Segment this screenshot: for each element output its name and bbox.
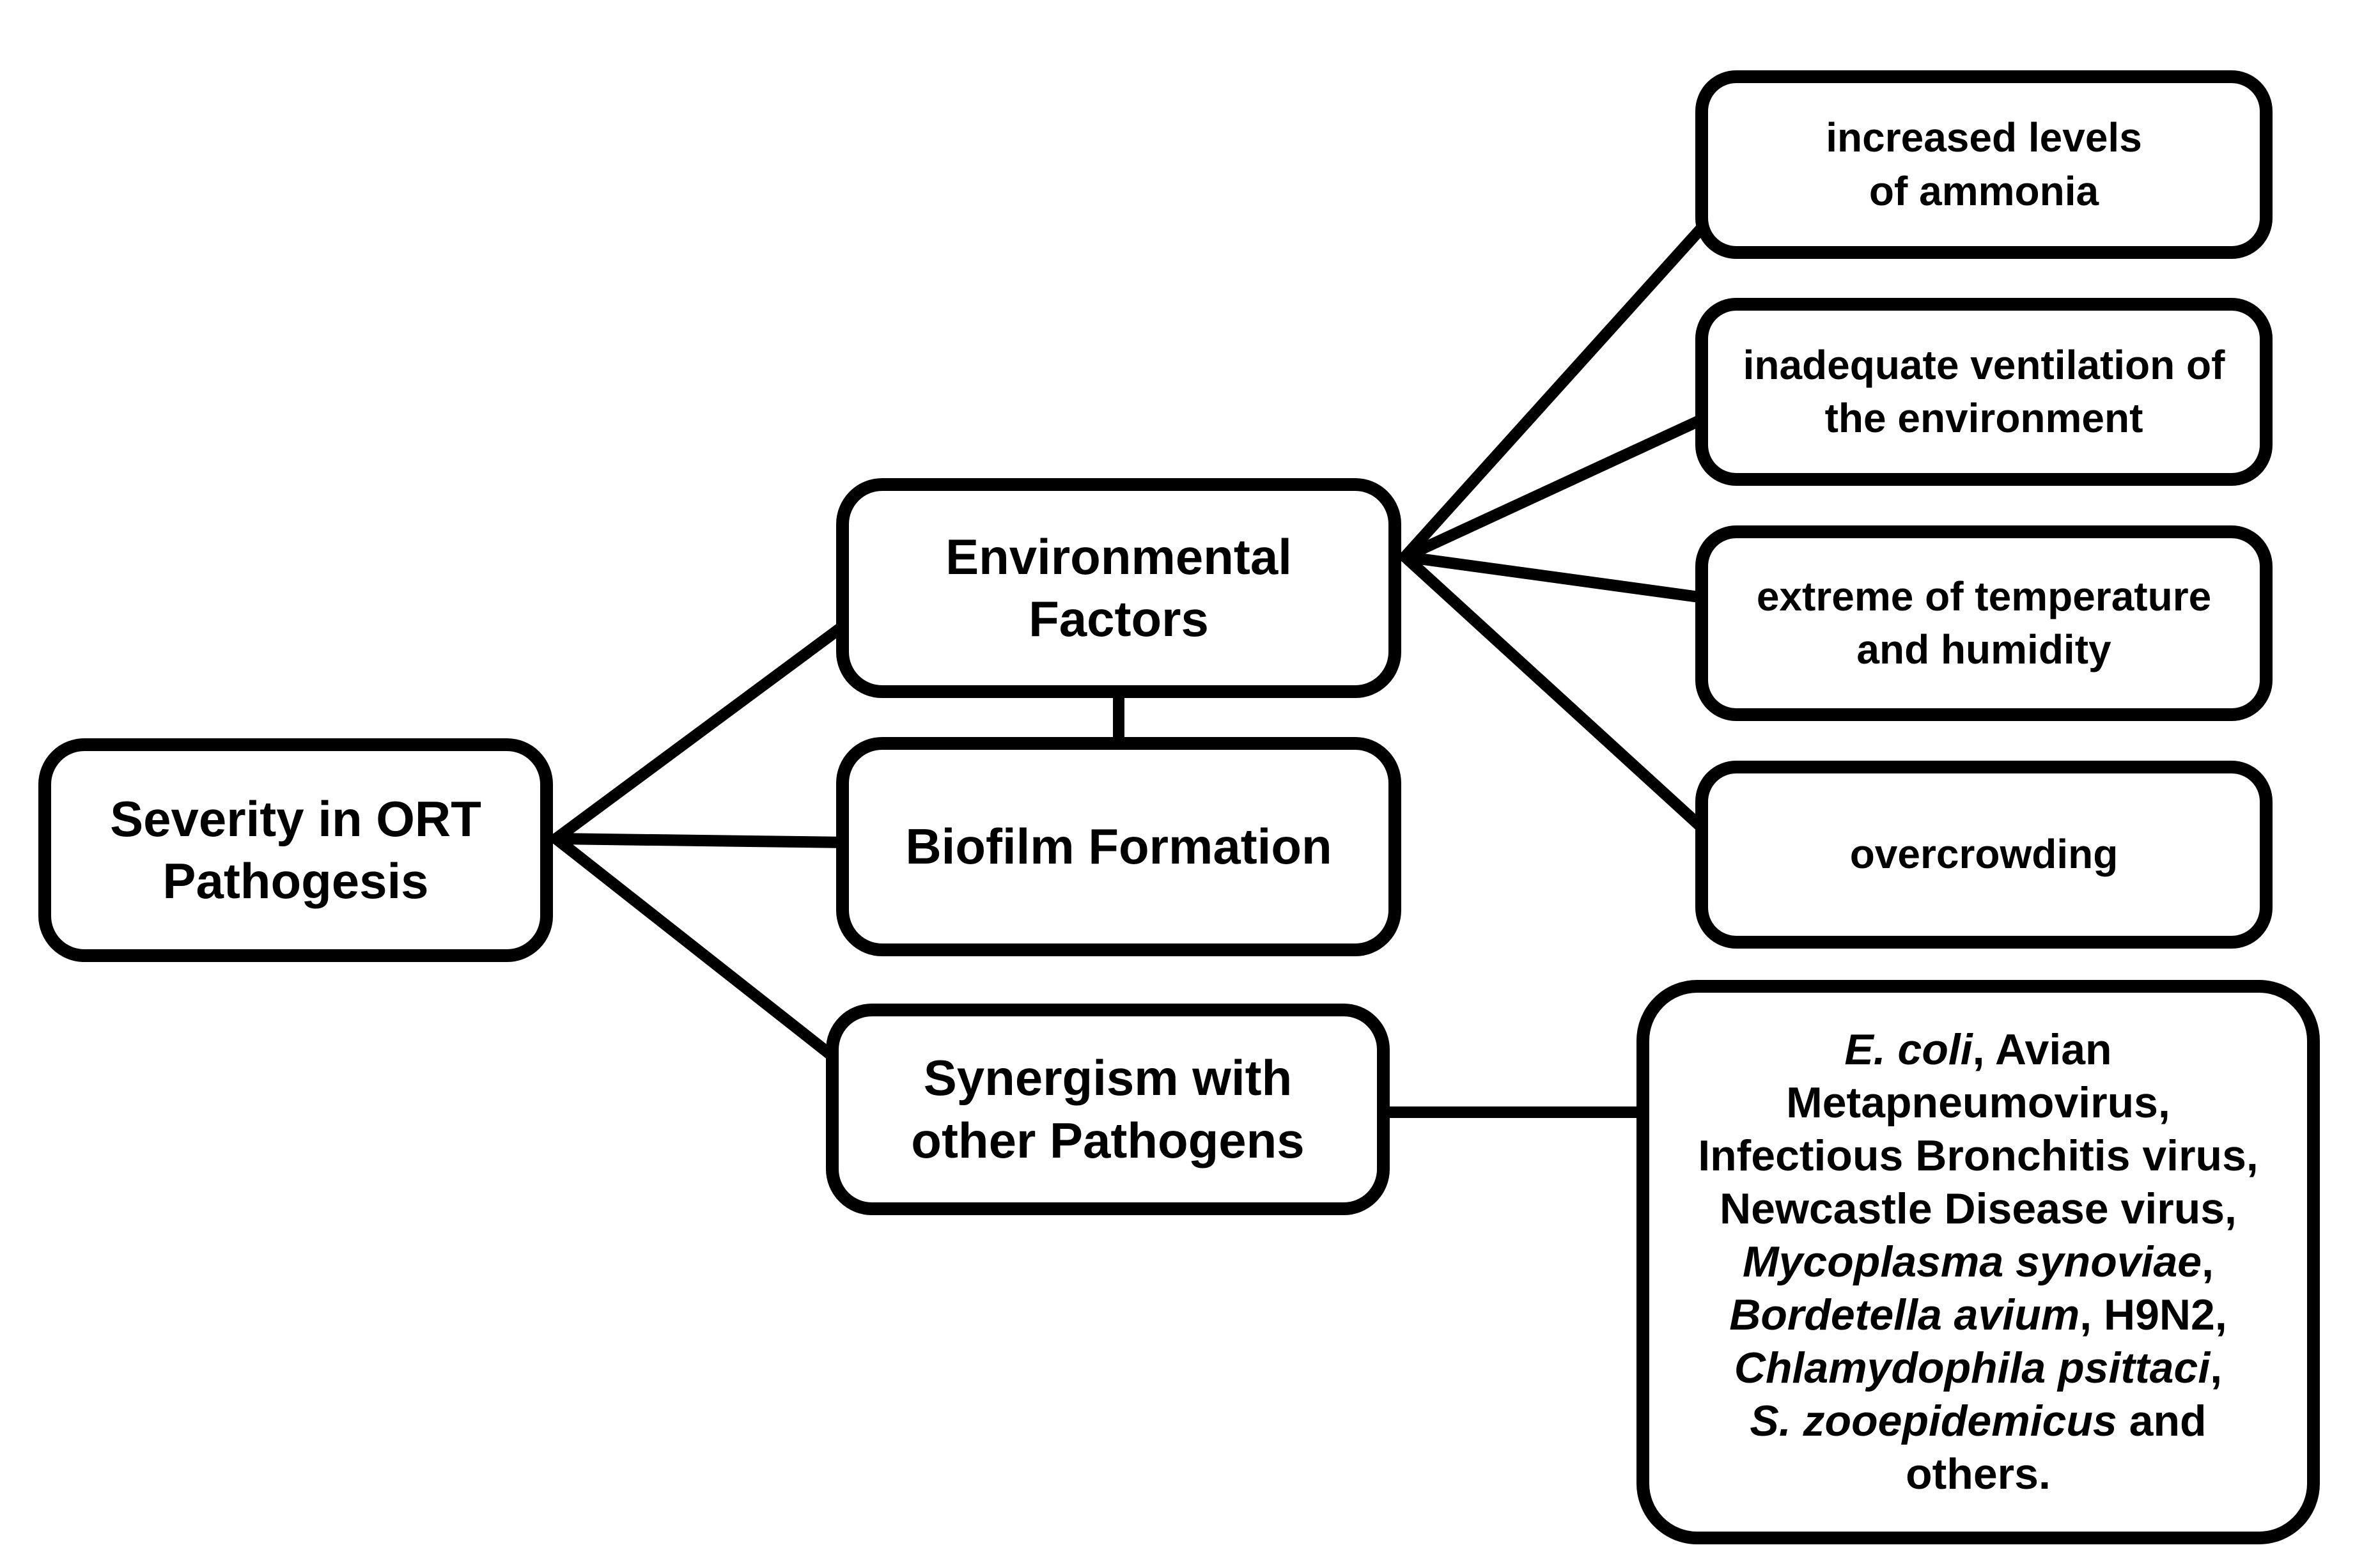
edge-severity-environmental bbox=[550, 617, 853, 844]
node-increased-ammonia-label: increased levels of ammonia bbox=[1826, 114, 2142, 214]
edge-environmental-overcrowding bbox=[1399, 551, 1711, 837]
node-environmental-factors: Environmental Factors bbox=[836, 478, 1401, 698]
edge-severity-biofilm bbox=[550, 833, 853, 848]
node-inadequate-ventilation-label: inadequate ventilation of the environmen… bbox=[1743, 341, 2225, 441]
node-severity-label: Severity in ORT Pathogesis bbox=[110, 790, 481, 910]
node-environmental-factors-label: Environmental Factors bbox=[945, 528, 1292, 648]
node-synergism: Synergism with other Pathogens bbox=[826, 1004, 1390, 1215]
node-pathogen-list-text: E. coli, Avian Metapneumovirus, Infectio… bbox=[1698, 1025, 2258, 1498]
node-overcrowding-label: overcrowding bbox=[1849, 831, 2118, 878]
edge-environmental-ammonia bbox=[1399, 218, 1711, 563]
node-severity: Severity in ORT Pathogesis bbox=[38, 738, 553, 962]
node-inadequate-ventilation: inadequate ventilation of the environmen… bbox=[1695, 298, 2273, 486]
node-temperature-humidity: extreme of temperature and humidity bbox=[1695, 525, 2273, 721]
edge-severity-synergism bbox=[550, 833, 844, 1067]
edge-environmental-temperature bbox=[1399, 551, 1709, 603]
node-pathogen-list: E. coli, Avian Metapneumovirus, Infectio… bbox=[1636, 980, 2320, 1544]
node-synergism-label: Synergism with other Pathogens bbox=[911, 1050, 1305, 1168]
node-increased-ammonia: increased levels of ammonia bbox=[1695, 70, 2273, 259]
node-biofilm-formation: Biofilm Formation bbox=[836, 737, 1401, 956]
node-overcrowding: overcrowding bbox=[1695, 761, 2273, 949]
edge-environmental-ventilation bbox=[1399, 413, 1709, 563]
node-temperature-humidity-label: extreme of temperature and humidity bbox=[1756, 573, 2212, 672]
node-biofilm-formation-label: Biofilm Formation bbox=[905, 818, 1332, 874]
